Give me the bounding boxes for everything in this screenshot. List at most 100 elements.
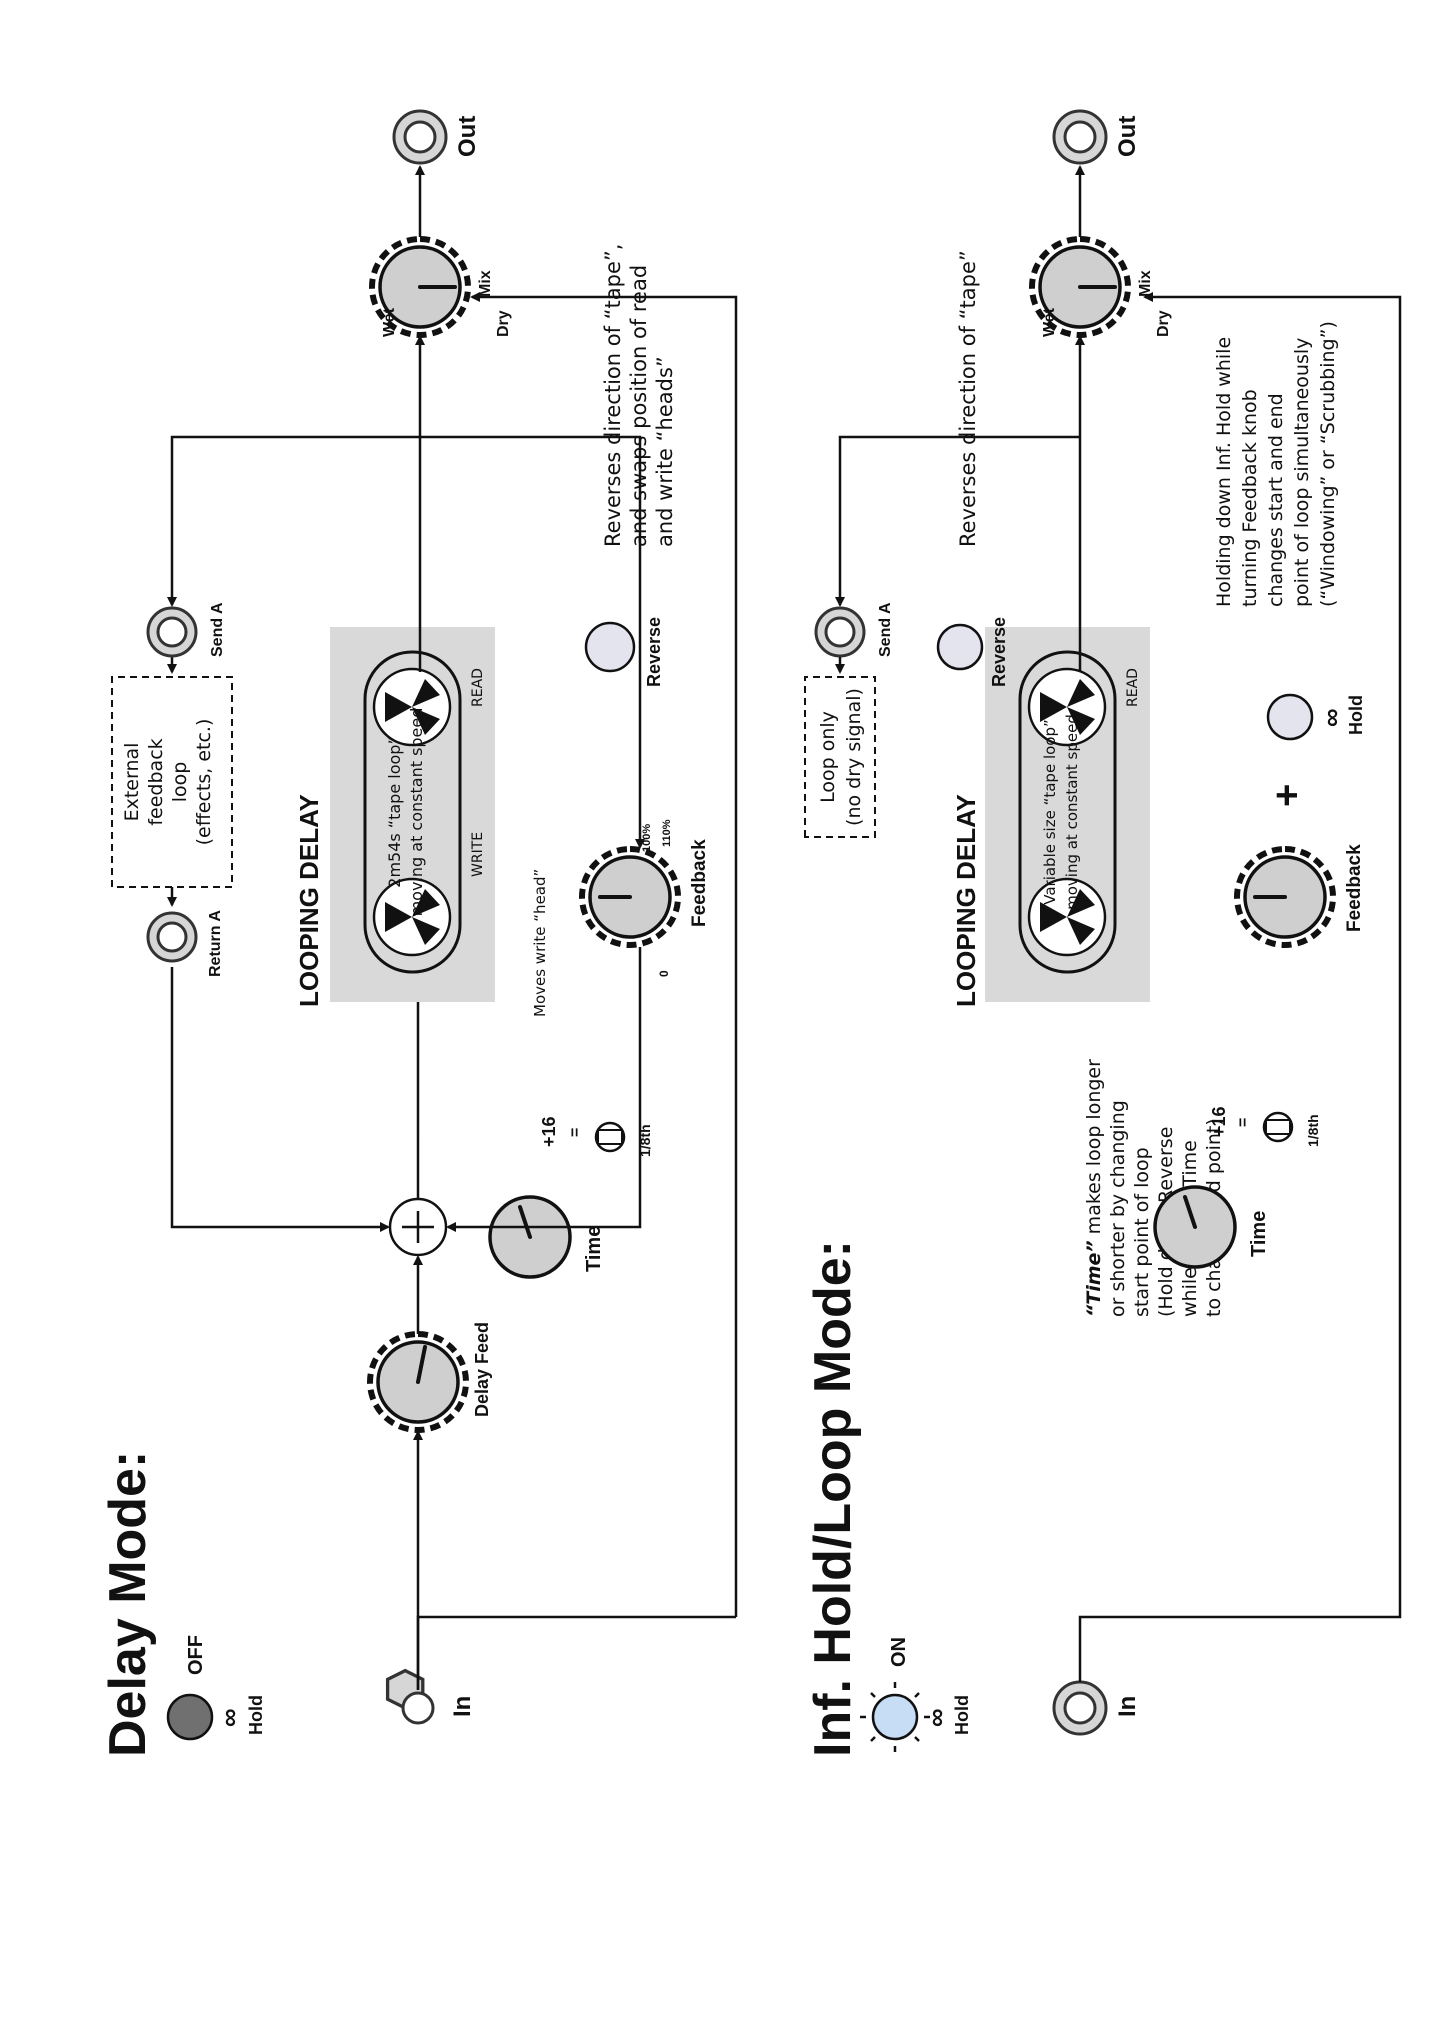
mix-knob[interactable] [369, 236, 471, 338]
led-state-on: ON [888, 1637, 910, 1667]
ext-loop-line-3: loop [169, 762, 191, 803]
loop-only-line-1: Loop only [817, 711, 839, 803]
loop-mode-title: Inf. Hold/Loop Mode: [804, 1240, 862, 1757]
read-reel-icon-2 [1027, 667, 1107, 747]
summing-node [388, 1197, 448, 1257]
feedback-100-label: 100% [641, 824, 653, 852]
return-a-to-sum-line [170, 967, 390, 1232]
time-equals: = [567, 1128, 584, 1137]
toggle-switch-icon-2[interactable] [1262, 1111, 1294, 1143]
hold2-label: Hold [952, 1695, 972, 1735]
reverse-note-2: Reverses direction of “tape” [956, 250, 980, 547]
feedback-knob-2[interactable] [1234, 846, 1336, 948]
time-label-2: Time [1248, 1211, 1270, 1257]
dry-send-line [416, 1615, 736, 1690]
time-plus16-label-2: +16 [1209, 1106, 1229, 1137]
tape-line-2: moving at constant speed [407, 708, 426, 917]
time-knob-2[interactable] [1153, 1185, 1237, 1269]
reverse-label-2: Reverse [989, 617, 1009, 687]
dry-to-mix-line-2 [1078, 292, 1402, 1682]
hold-note-line-2: turning Feedback knob [1239, 389, 1261, 607]
plus-sign: + [1265, 784, 1309, 807]
time-label: Time [583, 1226, 605, 1272]
hold-note-line-1: Holding down Inf. Hold while [1213, 337, 1235, 607]
read-reel-icon [372, 667, 452, 747]
write-reel-icon-2 [1027, 877, 1107, 957]
hold-label: Hold [246, 1695, 266, 1735]
in-jack-2[interactable] [1052, 1680, 1108, 1736]
mix-knob-2[interactable] [1029, 236, 1131, 338]
send-a-label-2: Send A [877, 602, 894, 657]
tape-line-1: 2m54s “tape loop” [385, 736, 404, 887]
mix-label-2: Mix [1137, 270, 1154, 297]
write-head-label: WRITE [470, 832, 486, 877]
dry-label: Dry [495, 310, 512, 337]
send-a-jack-2[interactable] [814, 606, 866, 658]
feedback-110-label: 110% [661, 819, 673, 847]
led-state-off: OFF [185, 1635, 207, 1675]
ext-loop-line-1: External [121, 743, 143, 822]
feedback-knob[interactable] [579, 846, 681, 948]
in-label-2: In [1114, 1696, 1141, 1717]
out-jack-2[interactable] [1052, 109, 1108, 165]
feedback-to-sum-line [446, 947, 642, 1232]
looping-delay-title-2: LOOPING DELAY [951, 794, 981, 1007]
time-note-lead: “Time” [1083, 1240, 1105, 1317]
return-a-jack[interactable] [146, 911, 198, 963]
send-a-label: Send A [209, 602, 226, 657]
toggle-switch-icon[interactable] [594, 1121, 626, 1153]
read-head-label: READ [470, 668, 486, 707]
inf-hold-button[interactable] [1266, 693, 1314, 741]
hold2-infinity-symbol: ∞ [921, 1708, 951, 1727]
delay-mode-section: Delay Mode: OFF ∞ Hold In Delay Feed [99, 109, 738, 1757]
time-plus16-label: +16 [539, 1116, 559, 1147]
moves-write-note: Moves write “head” [531, 869, 549, 1017]
out-label: Out [454, 116, 481, 157]
hold-note-line-5: (“Windowing” or “Scrubbing”) [1317, 321, 1339, 607]
feedback-zero-label: 0 [657, 970, 671, 977]
tape-line-2-2: moving at constant speed [1063, 714, 1081, 910]
time-equals-2: = [1235, 1118, 1252, 1127]
inf-hold-label: Hold [1346, 695, 1366, 735]
delay-mode-title: Delay Mode: [99, 1451, 157, 1757]
time-eighth-label-2: 1/8th [1305, 1114, 1321, 1147]
wet-label-2: Wet [1041, 307, 1058, 337]
mix-label: Mix [477, 270, 494, 297]
ext-loop-line-2: feedback [145, 738, 167, 825]
reverse-label: Reverse [644, 617, 664, 687]
ext-loop-line-4: (effects, etc.) [193, 719, 215, 846]
time-knob[interactable] [488, 1195, 572, 1279]
dry-to-mix-line [470, 292, 738, 1617]
hold-note-line-3: changes start and end [1265, 393, 1287, 607]
time-note-line-1: “Time” makes loop longer [1083, 1059, 1105, 1317]
hold-led-on-icon [860, 1682, 930, 1752]
time-note-line-3: start point of loop [1131, 1147, 1153, 1317]
in-jack[interactable] [385, 1668, 435, 1725]
time-note-line-2: or shorter by changing [1107, 1100, 1129, 1317]
reverse-note-line-3: and write “heads” [653, 356, 677, 547]
hold-led-off-icon [166, 1693, 214, 1741]
delay-feed-knob[interactable] [367, 1331, 469, 1433]
feedback-label-2: Feedback [1344, 844, 1365, 932]
tape-line-1-2: Variable size “tape loop” [1041, 719, 1059, 905]
in-label: In [449, 1696, 476, 1717]
loop-mode-section: Inf. Hold/Loop Mode: ON ∞ Hold In “Time”… [804, 109, 1402, 1757]
reverse-note-line-1: Reverses direction of “tape”, [601, 244, 625, 547]
feedback-label: Feedback [689, 839, 710, 927]
hold-note-line-4: point of loop simultaneously [1291, 338, 1313, 607]
read-head-label-2: READ [1125, 668, 1141, 707]
time-note-rest: makes loop longer [1083, 1059, 1105, 1240]
return-a-label: Return A [207, 910, 224, 977]
out-jack[interactable] [392, 109, 448, 165]
reverse-button[interactable] [584, 621, 636, 673]
write-reel-icon [372, 877, 452, 957]
send-a-jack[interactable] [146, 606, 198, 658]
inf-hold-infinity-symbol: ∞ [1316, 708, 1346, 727]
reverse-button-2[interactable] [936, 623, 984, 671]
out-label-2: Out [1114, 116, 1141, 157]
looping-delay-title: LOOPING DELAY [294, 794, 324, 1007]
loop-only-box [804, 676, 876, 838]
